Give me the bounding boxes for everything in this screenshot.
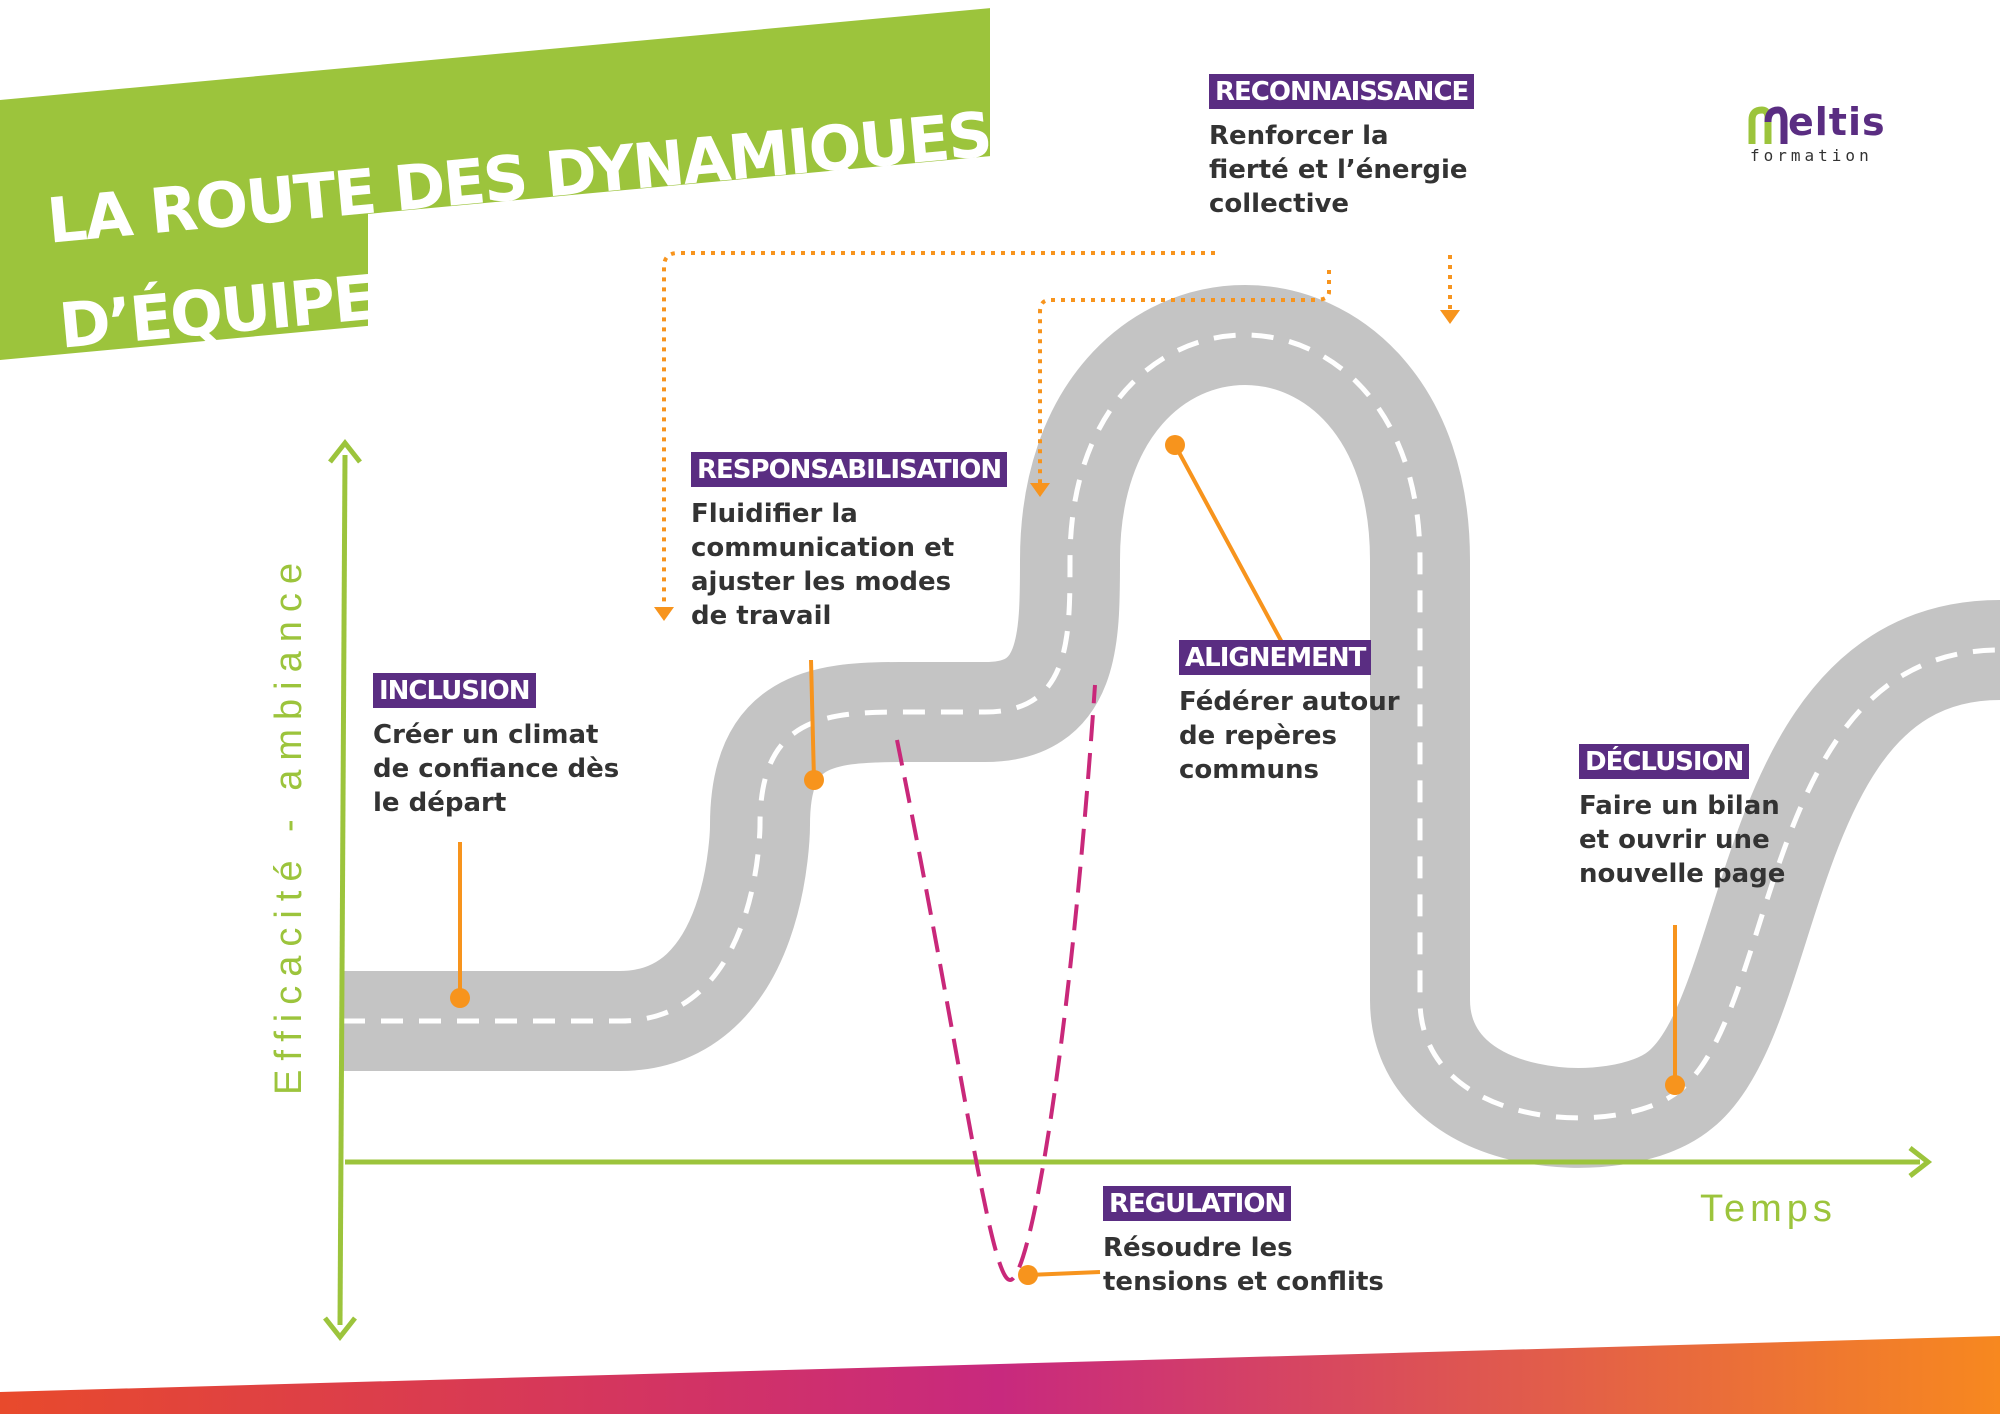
y-axis-arrow-bottom: [323, 1316, 357, 1342]
marker-dot-alignement: [1165, 435, 1185, 455]
logo-wordmark: eltis: [1788, 100, 1886, 144]
x-axis-arrow: [1908, 1146, 1933, 1178]
marker-dot-regulation: [1018, 1265, 1038, 1285]
stage-tag-regulation: REGULATION: [1103, 1186, 1292, 1221]
y-axis-arrow-top: [328, 438, 362, 464]
x-axis-label: Temps: [1700, 1188, 1837, 1230]
y-axis-label: Efficacité - ambiance: [268, 553, 310, 1095]
stage-reconnaissance: RECONNAISSANCE Renforcer la fierté et l’…: [1209, 74, 1475, 221]
stage-declusion: DÉCLUSION Faire un bilan et ouvrir une n…: [1579, 744, 1785, 891]
stage-desc-inclusion: Créer un climat de confiance dès le dépa…: [373, 720, 620, 818]
marker-line-regulation: [1027, 1270, 1101, 1277]
stage-tag-responsabilisation: RESPONSABILISATION: [691, 452, 1008, 487]
logo-m-icon: [1748, 106, 1788, 144]
stage-alignement: ALIGNEMENT Fédérer autour de repères com…: [1179, 640, 1400, 787]
stage-regulation: REGULATION Résoudre les tensions et conf…: [1103, 1186, 1384, 1299]
stage-tag-alignement: ALIGNEMENT: [1179, 640, 1372, 675]
marker-dot-responsabilisation: [804, 770, 824, 790]
stage-tag-inclusion: INCLUSION: [373, 673, 536, 708]
stage-tag-declusion: DÉCLUSION: [1579, 744, 1750, 779]
arrow-head-responsabilisation: [654, 607, 674, 621]
road-center-line: [343, 332, 2000, 1121]
marker-line-alignement: [1173, 444, 1287, 649]
stage-desc-regulation: Résoudre les tensions et conflits: [1103, 1233, 1384, 1297]
stage-inclusion: INCLUSION Créer un climat de confiance d…: [373, 673, 619, 820]
logo-subtitle: formation: [1750, 146, 1873, 165]
arrow-head-alignement: [1030, 483, 1050, 497]
stage-responsabilisation: RESPONSABILISATION Fluidifier la communi…: [691, 452, 1008, 633]
bottom-gradient-band: [0, 1336, 2000, 1414]
connector-reconnaissance-alignement: [1038, 270, 1331, 483]
marker-dot-inclusion: [450, 988, 470, 1008]
meltis-logo: eltis formation: [1748, 100, 1918, 170]
marker-dot-declusion: [1665, 1075, 1685, 1095]
stage-desc-declusion: Faire un bilan et ouvrir une nouvelle pa…: [1579, 791, 1786, 889]
y-axis: [337, 454, 348, 1326]
arrow-head-road: [1440, 310, 1460, 324]
stage-desc-responsabilisation: Fluidifier la communication et ajuster l…: [691, 499, 955, 631]
stage-desc-alignement: Fédérer autour de repères communs: [1179, 687, 1400, 785]
stage-tag-reconnaissance: RECONNAISSANCE: [1209, 74, 1475, 109]
stage-desc-reconnaissance: Renforcer la fierté et l’énergie collect…: [1209, 121, 1468, 219]
regulation-dip-curve: [895, 684, 1097, 1283]
marker-line-responsabilisation: [809, 659, 816, 781]
